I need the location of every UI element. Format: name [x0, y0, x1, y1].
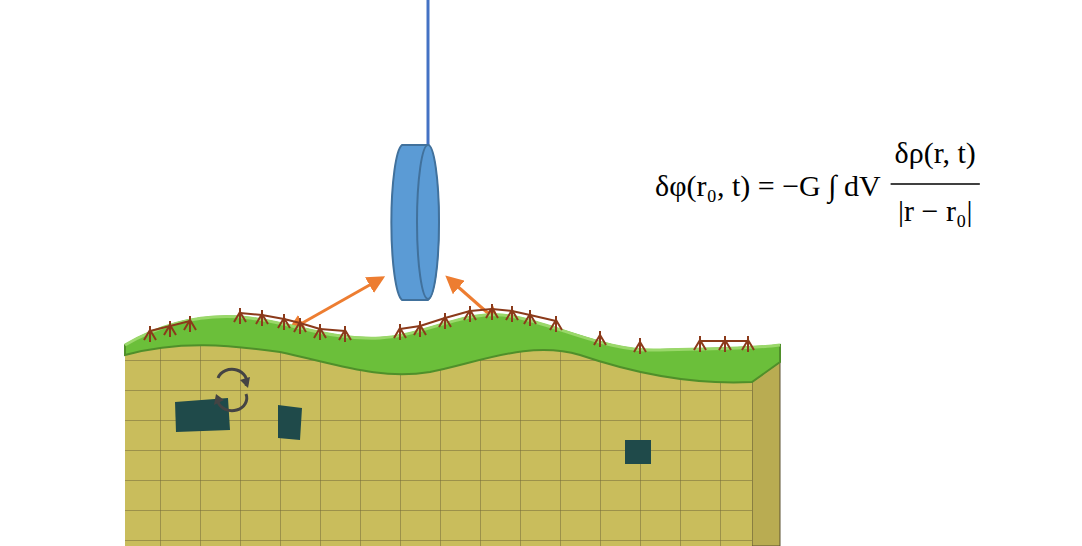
fraction-bar [891, 183, 980, 185]
formula-text: |r − r₀| [898, 196, 972, 226]
formula-text: δρ(r, t) [895, 138, 976, 168]
interaction-arrow [290, 278, 382, 330]
suspension-wire [427, 0, 430, 150]
ground-block [125, 315, 780, 546]
formula-text: δφ(r₀, t) = −G ∫ dV [655, 171, 881, 201]
fences [144, 304, 754, 354]
test-mass [391, 145, 439, 300]
